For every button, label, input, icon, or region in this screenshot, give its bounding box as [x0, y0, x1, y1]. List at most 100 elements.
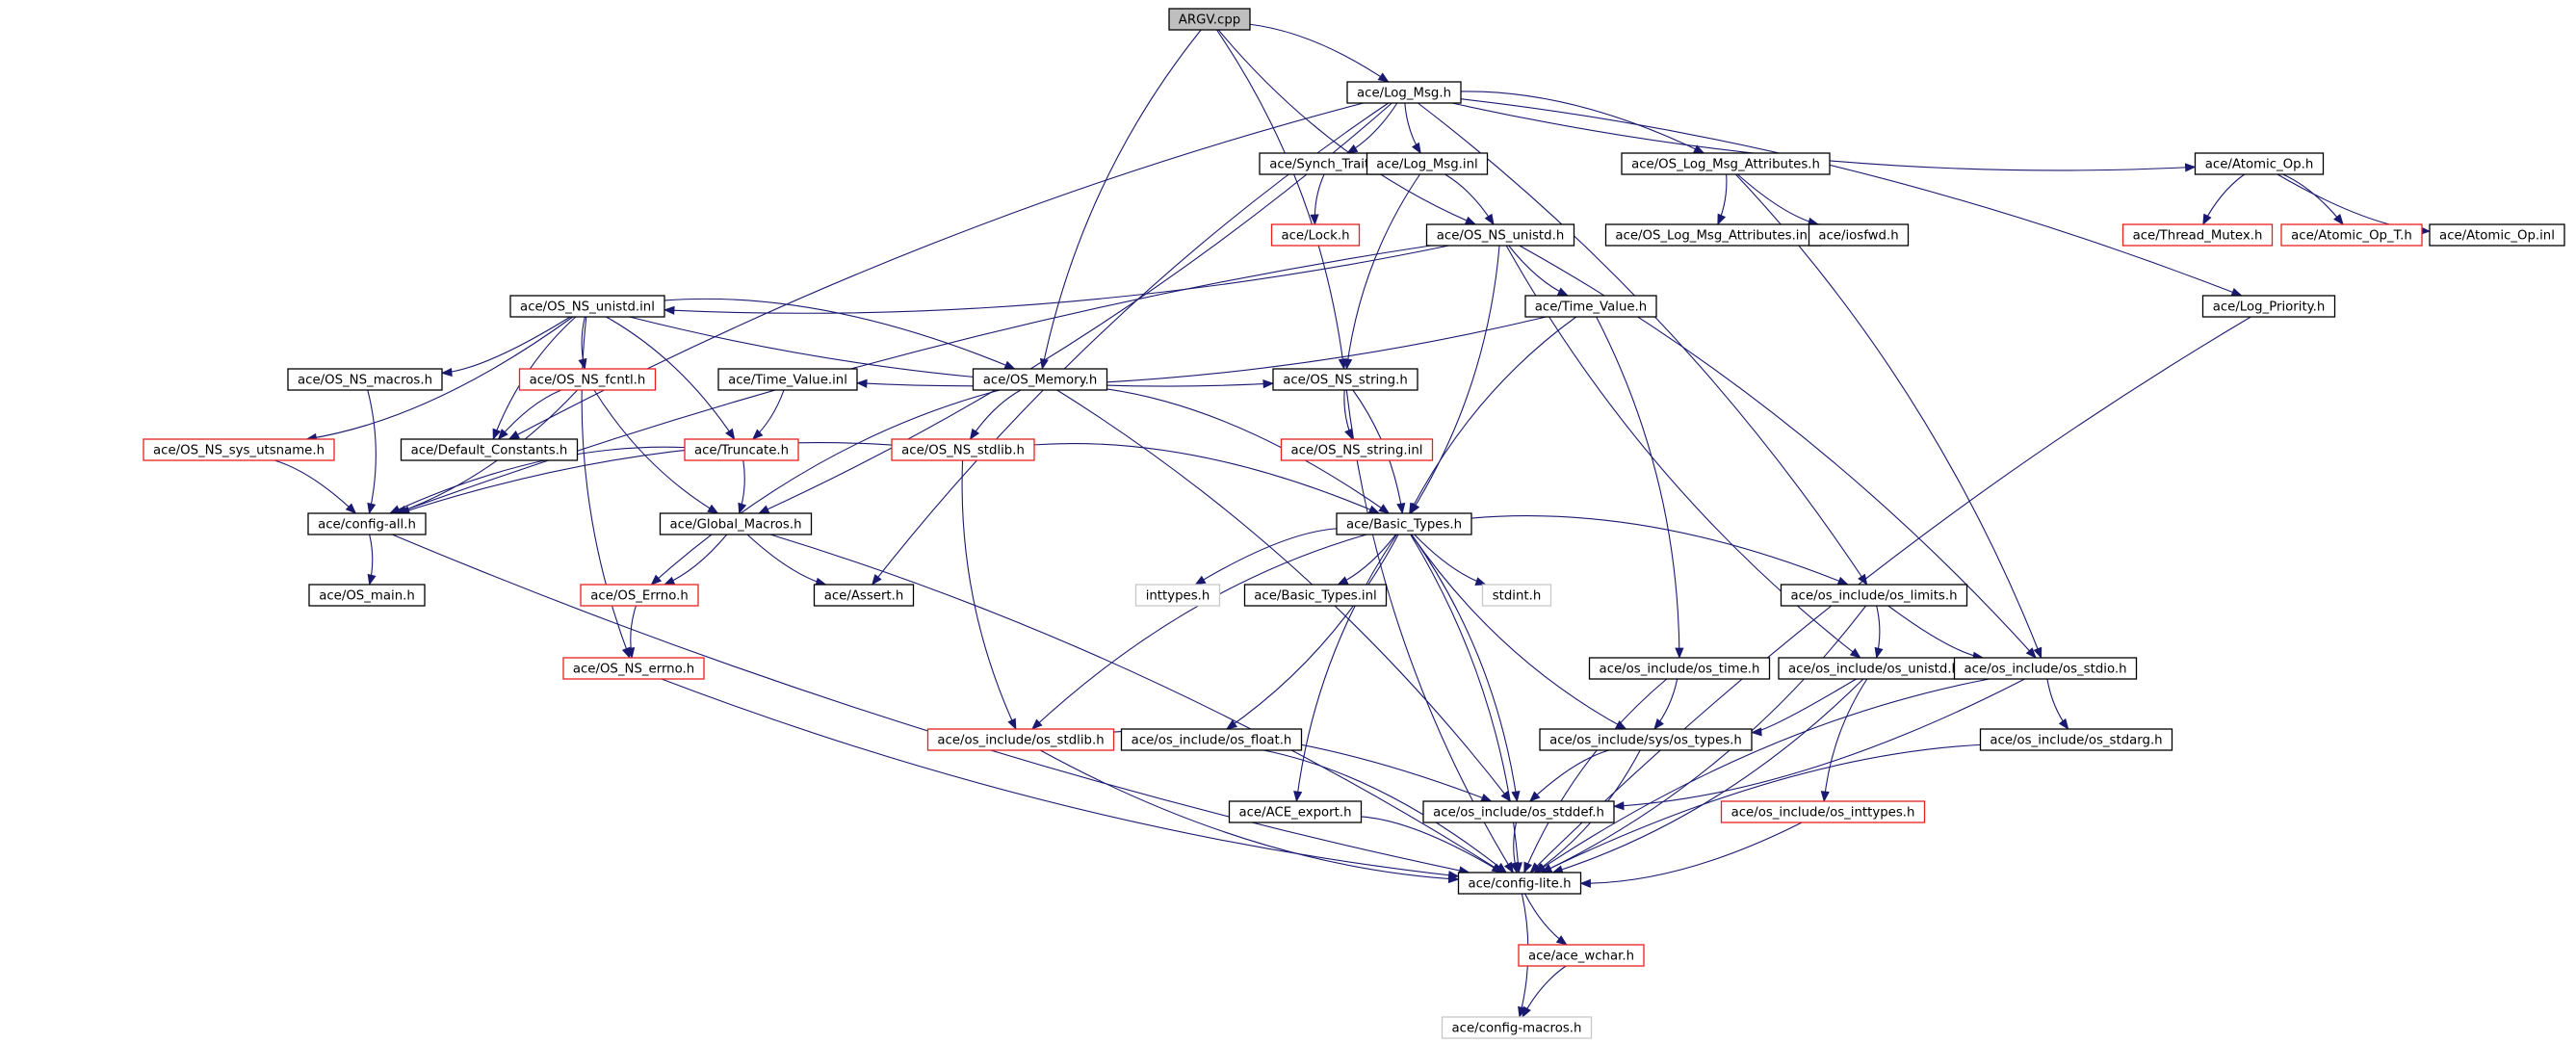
- node-ace-wchar[interactable]: ace/ace_wchar.h: [1518, 944, 1645, 967]
- node-os-ns-string-h[interactable]: ace/OS_NS_string.h: [1272, 368, 1418, 391]
- node-box[interactable]: [562, 657, 705, 680]
- node-box[interactable]: [1120, 728, 1303, 751]
- node-os-time[interactable]: ace/os_include/os_time.h: [1588, 657, 1771, 680]
- node-box[interactable]: [1979, 728, 2173, 751]
- node-log-msg-inl[interactable]: ace/Log_Msg.inl: [1366, 152, 1489, 175]
- node-box[interactable]: [1228, 800, 1363, 823]
- node-os-ns-stdlib[interactable]: ace/OS_NS_stdlib.h: [891, 438, 1035, 461]
- node-lock-h[interactable]: ace/Lock.h: [1270, 223, 1361, 247]
- node-box[interactable]: [813, 584, 915, 607]
- node-os-stdarg[interactable]: ace/os_include/os_stdarg.h: [1979, 728, 2173, 751]
- node-global-macros[interactable]: ace/Global_Macros.h: [659, 512, 813, 535]
- node-box[interactable]: [2429, 223, 2565, 247]
- node-thread-mutex[interactable]: ace/Thread_Mutex.h: [2121, 223, 2274, 247]
- node-os-memory[interactable]: ace/OS_Memory.h: [972, 368, 1108, 391]
- node-stdint[interactable]: stdint.h: [1481, 584, 1552, 607]
- node-config-all[interactable]: ace/config-all.h: [307, 512, 427, 535]
- node-box[interactable]: [2280, 223, 2423, 247]
- node-box[interactable]: [1134, 584, 1221, 607]
- node-basic-types-inl[interactable]: ace/Basic_Types.inl: [1243, 584, 1388, 607]
- node-log-priority[interactable]: ace/Log_Priority.h: [2201, 295, 2336, 318]
- node-box[interactable]: [143, 438, 335, 461]
- node-box[interactable]: [1780, 584, 1968, 607]
- node-box[interactable]: [1346, 81, 1462, 104]
- node-box[interactable]: [1621, 152, 1831, 175]
- node-sys-os-types[interactable]: ace/os_include/sys/os_types.h: [1539, 728, 1753, 751]
- node-box[interactable]: [1588, 657, 1771, 680]
- node-box[interactable]: [1720, 800, 1926, 823]
- node-box[interactable]: [1280, 438, 1434, 461]
- node-argv[interactable]: ARGV.cpp: [1168, 8, 1251, 31]
- node-basic-types-h[interactable]: ace/Basic_Types.h: [1336, 512, 1472, 535]
- node-box[interactable]: [972, 368, 1108, 391]
- node-box[interactable]: [2201, 295, 2336, 318]
- node-atomic-op-t[interactable]: ace/Atomic_Op_T.h: [2280, 223, 2423, 247]
- node-box[interactable]: [509, 295, 665, 318]
- node-box[interactable]: [1441, 1016, 1593, 1039]
- node-os-unistd-inc[interactable]: ace/os_include/os_unistd.h: [1778, 657, 1970, 680]
- node-box[interactable]: [1425, 223, 1575, 247]
- node-os-limits[interactable]: ace/os_include/os_limits.h: [1780, 584, 1968, 607]
- node-time-value-inl[interactable]: ace/Time_Value.inl: [717, 368, 858, 391]
- node-box[interactable]: [1481, 584, 1552, 607]
- node-synch-traits[interactable]: ace/Synch_Traits.h: [1259, 152, 1399, 175]
- node-box[interactable]: [287, 368, 443, 391]
- node-box[interactable]: [518, 368, 657, 391]
- node-time-value-h[interactable]: ace/Time_Value.h: [1524, 295, 1657, 318]
- node-inttypes[interactable]: inttypes.h: [1134, 584, 1221, 607]
- node-os-stdlib-inc[interactable]: ace/os_include/os_stdlib.h: [926, 728, 1115, 751]
- node-box[interactable]: [1366, 152, 1489, 175]
- arrowhead: [1849, 647, 1861, 659]
- node-box[interactable]: [659, 512, 813, 535]
- node-box[interactable]: [2194, 152, 2325, 175]
- node-os-inttypes[interactable]: ace/os_include/os_inttypes.h: [1720, 800, 1926, 823]
- node-box[interactable]: [1518, 944, 1645, 967]
- node-box[interactable]: [684, 438, 799, 461]
- edge-os_ns_unistd_h-to-basic_types_h: [1410, 245, 1500, 514]
- node-os-ns-sys-utsname[interactable]: ace/OS_NS_sys_utsname.h: [143, 438, 335, 461]
- node-os-ns-unistd-inl[interactable]: ace/OS_NS_unistd.inl: [509, 295, 665, 318]
- node-box[interactable]: [1272, 368, 1418, 391]
- node-box[interactable]: [2121, 223, 2274, 247]
- node-box[interactable]: [1422, 800, 1615, 823]
- node-log-msg-h[interactable]: ace/Log_Msg.h: [1346, 81, 1462, 104]
- node-os-ns-string-inl[interactable]: ace/OS_NS_string.inl: [1280, 438, 1434, 461]
- edge-time_value_h-to-basic_types_h: [1409, 316, 1577, 514]
- node-default-constants[interactable]: ace/Default_Constants.h: [400, 438, 579, 461]
- node-truncate[interactable]: ace/Truncate.h: [684, 438, 799, 461]
- node-config-lite[interactable]: ace/config-lite.h: [1457, 872, 1582, 895]
- node-box[interactable]: [891, 438, 1035, 461]
- node-box[interactable]: [400, 438, 579, 461]
- node-box[interactable]: [580, 584, 699, 607]
- node-os-log-msg-attr-inl[interactable]: ace/OS_Log_Msg_Attributes.inl: [1604, 223, 1822, 247]
- node-box[interactable]: [1539, 728, 1753, 751]
- node-box[interactable]: [308, 584, 426, 607]
- node-os-float[interactable]: ace/os_include/os_float.h: [1120, 728, 1303, 751]
- node-box[interactable]: [1953, 657, 2138, 680]
- node-os-stddef[interactable]: ace/os_include/os_stddef.h: [1422, 800, 1615, 823]
- node-os-stdio[interactable]: ace/os_include/os_stdio.h: [1953, 657, 2138, 680]
- node-box[interactable]: [1808, 223, 1910, 247]
- node-atomic-op-inl[interactable]: ace/Atomic_Op.inl: [2429, 223, 2565, 247]
- node-os-ns-macros[interactable]: ace/OS_NS_macros.h: [287, 368, 443, 391]
- node-box[interactable]: [1168, 8, 1251, 31]
- node-iosfwd[interactable]: ace/iosfwd.h: [1808, 223, 1910, 247]
- node-os-errno-h[interactable]: ace/OS_Errno.h: [580, 584, 699, 607]
- node-os-ns-unistd-h[interactable]: ace/OS_NS_unistd.h: [1425, 223, 1575, 247]
- node-os-ns-fcntl[interactable]: ace/OS_NS_fcntl.h: [518, 368, 657, 391]
- node-box[interactable]: [1457, 872, 1582, 895]
- node-box[interactable]: [1270, 223, 1361, 247]
- node-os-main[interactable]: ace/OS_main.h: [308, 584, 426, 607]
- node-box[interactable]: [1336, 512, 1472, 535]
- node-box[interactable]: [926, 728, 1115, 751]
- node-os-ns-errno[interactable]: ace/OS_NS_errno.h: [562, 657, 705, 680]
- node-os-log-msg-attr-h[interactable]: ace/OS_Log_Msg_Attributes.h: [1621, 152, 1831, 175]
- node-assert-h[interactable]: ace/Assert.h: [813, 584, 915, 607]
- node-box[interactable]: [1524, 295, 1657, 318]
- node-ace-export[interactable]: ace/ACE_export.h: [1228, 800, 1363, 823]
- node-box[interactable]: [717, 368, 858, 391]
- node-box[interactable]: [1243, 584, 1388, 607]
- node-box[interactable]: [307, 512, 427, 535]
- node-config-macros[interactable]: ace/config-macros.h: [1441, 1016, 1593, 1039]
- node-atomic-op-h[interactable]: ace/Atomic_Op.h: [2194, 152, 2325, 175]
